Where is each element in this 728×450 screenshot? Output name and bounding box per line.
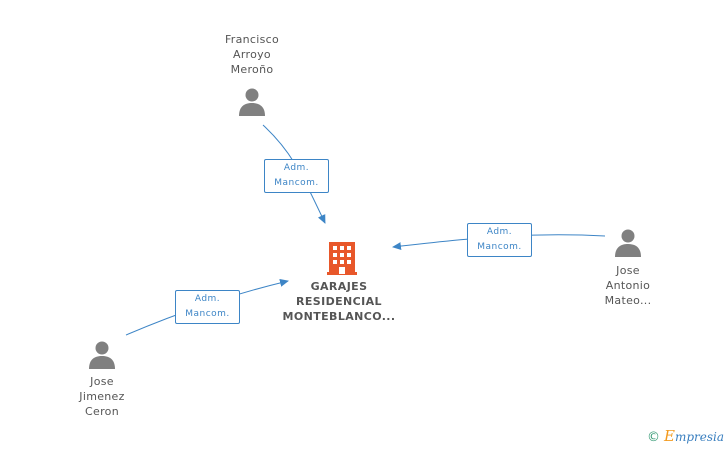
person-icon [239,88,265,116]
person-node-francisco[interactable]: Francisco Arroyo Meroño [192,32,312,117]
edge-label-jose-jimenez: Adm. Mancom. [175,290,240,324]
edge-label-jose-antonio: Adm. Mancom. [467,223,532,257]
company-node[interactable]: GARAJES RESIDENCIAL MONTEBLANCO... [269,279,409,324]
person-node-jose-antonio[interactable]: Jose Antonio Mateo... [568,228,688,308]
empresia-watermark: ©Empresia [647,427,724,445]
person-name: Jose Jimenez Ceron [79,375,125,418]
brand-name: mpresia [674,430,724,444]
building-icon [327,242,357,275]
edge-label-francisco: Adm. Mancom. [264,159,329,193]
company-name: GARAJES RESIDENCIAL MONTEBLANCO... [282,280,396,323]
copyright-icon: © [646,430,660,445]
person-icon [89,341,115,369]
brand-initial: E [663,427,675,445]
person-node-jose-jimenez[interactable]: Jose Jimenez Ceron [42,340,162,419]
person-icon [615,229,641,257]
person-name: Jose Antonio Mateo... [604,264,652,307]
person-name: Francisco Arroyo Meroño [224,33,280,76]
